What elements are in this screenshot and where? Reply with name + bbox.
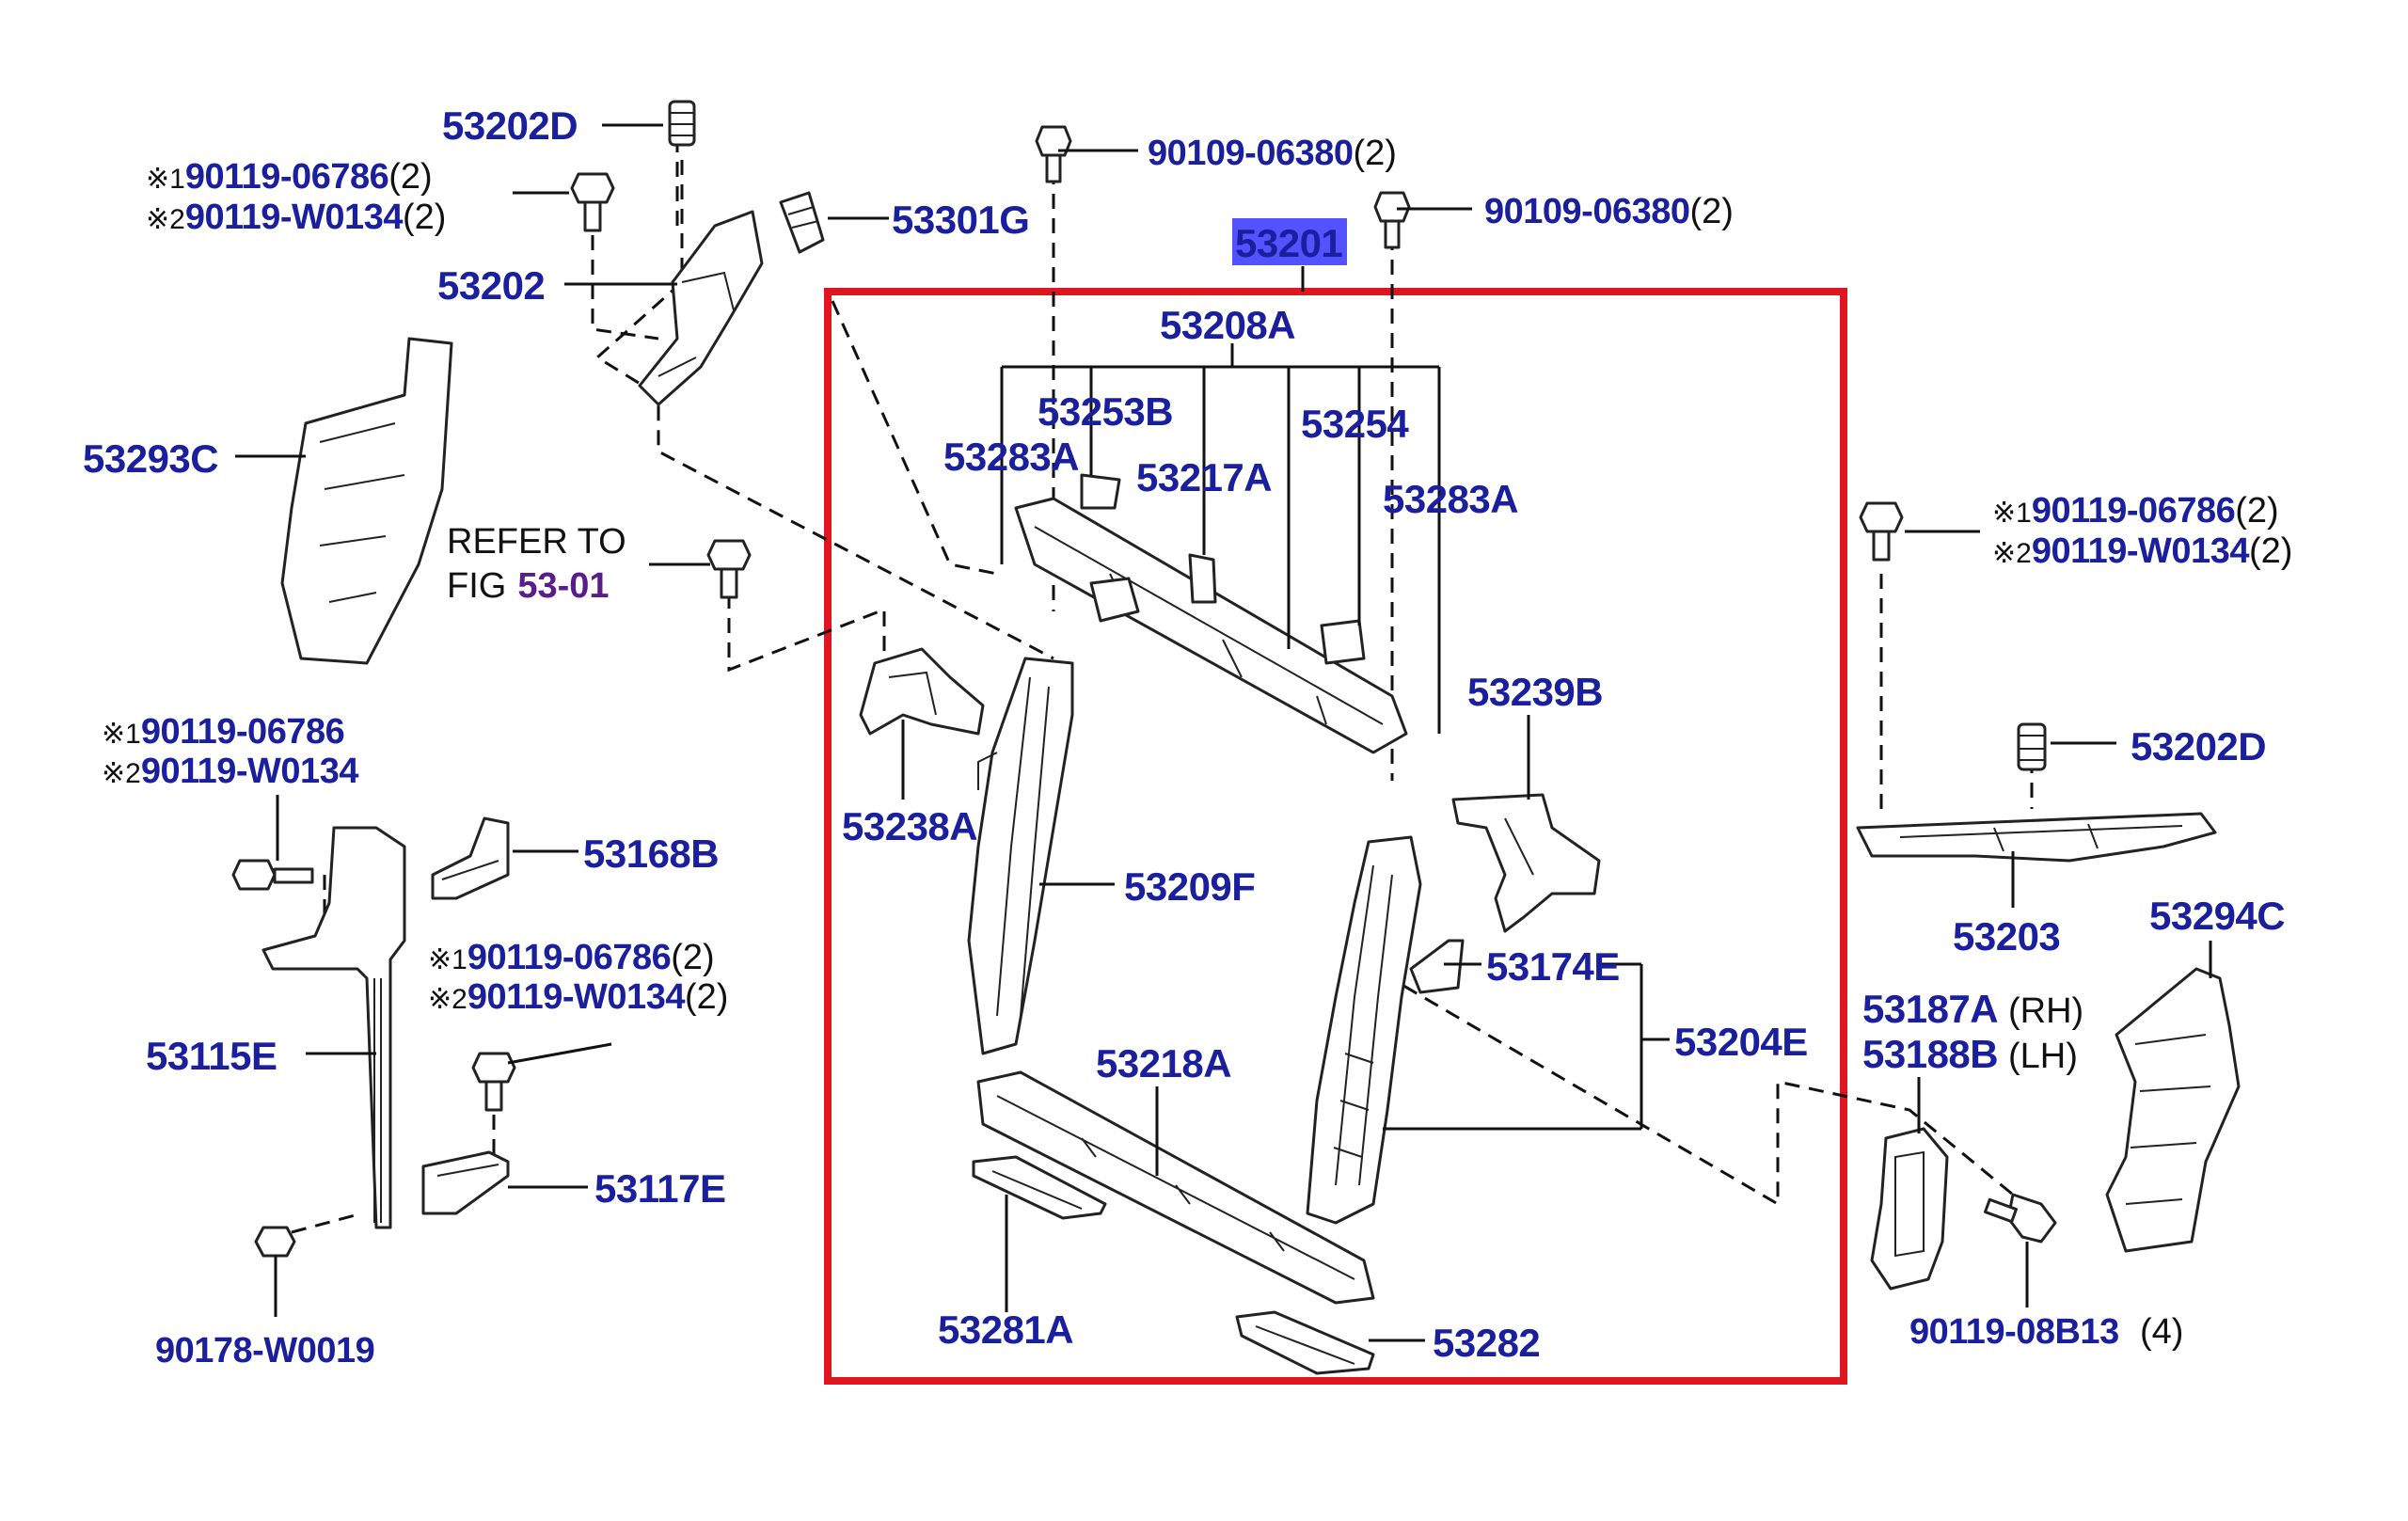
part-53282-plate — [1235, 1310, 1375, 1375]
label-53208A[interactable]: 53208A — [1160, 303, 1296, 347]
label-53217A[interactable]: 53217A — [1136, 455, 1273, 499]
label-53283A-left[interactable]: 53283A — [943, 435, 1080, 479]
label-53174E[interactable]: 53174E — [1486, 944, 1620, 989]
label-tl-1[interactable]: ※190119-06786(2) — [146, 157, 433, 197]
part-53239B-bracket — [1451, 793, 1601, 933]
label-90178-W0019[interactable]: 90178-W0019 — [155, 1331, 375, 1370]
part-53187A-53188B-bracket — [1870, 1127, 1949, 1291]
part-53202D-top-cushion — [668, 100, 696, 147]
highlight-53201 — [1232, 218, 1347, 265]
bolt-labels: 90109-06380(2) 90109-06380(2) ※190119-06… — [102, 134, 2292, 1017]
bolt-90109-06380-left — [1035, 125, 1072, 183]
label-53301G[interactable]: 53301G — [892, 198, 1030, 242]
label-53188B[interactable]: 53188B — [1862, 1032, 1999, 1076]
label-53201[interactable]: 53201 — [1235, 221, 1343, 265]
bolt-refer-fig — [706, 539, 752, 599]
leader-lines — [235, 123, 2212, 1342]
label-53281A[interactable]: 53281A — [938, 1307, 1074, 1352]
part-53209F-left-pillar — [967, 657, 1074, 1055]
label-mc-2[interactable]: ※290119-W0134(2) — [428, 977, 728, 1017]
part-53294C-seal — [2105, 967, 2241, 1253]
part-labels: 53202D 53202 53301G 53201 53208A 53253B … — [83, 103, 2286, 1370]
part-53202D-right-cushion — [2017, 722, 2047, 771]
part-53238A-bracket — [859, 647, 985, 736]
label-53294C[interactable]: 53294C — [2149, 894, 2286, 938]
label-rh: (RH) — [2008, 991, 2083, 1031]
label-53293C[interactable]: 53293C — [83, 436, 219, 481]
part-53217A-clip — [1188, 553, 1217, 604]
label-53204E[interactable]: 53204E — [1674, 1020, 1808, 1064]
assembly-53201-box — [824, 288, 1847, 1385]
label-53209F[interactable]: 53209F — [1124, 864, 1256, 909]
label-ml-1[interactable]: ※190119-06786 — [102, 712, 345, 752]
label-90109-06380-a[interactable]: 90109-06380(2) — [1148, 134, 1397, 173]
label-tl-2[interactable]: ※290119-W0134(2) — [146, 198, 446, 237]
part-53202-bracket — [638, 210, 764, 406]
nut-90178-W0019 — [254, 1226, 296, 1258]
label-53117E[interactable]: 53117E — [594, 1166, 726, 1211]
part-53208A-upper-support — [1014, 473, 1408, 754]
bolt-mid-left — [231, 859, 314, 891]
part-53117E-bracket — [421, 1150, 510, 1215]
part-53115E-bracket — [261, 826, 406, 1229]
part-53204E-right-pillar — [1306, 835, 1422, 1225]
label-53254[interactable]: 53254 — [1301, 402, 1410, 446]
part-53293C-seal — [280, 337, 453, 665]
label-90119-08B13-qty: (4) — [2140, 1312, 2183, 1352]
label-tr-1[interactable]: ※190119-06786(2) — [1992, 491, 2279, 531]
label-53253B[interactable]: 53253B — [1038, 389, 1174, 434]
refer-line1: REFER TO — [447, 522, 626, 562]
label-90109-06380-b[interactable]: 90109-06380(2) — [1484, 192, 1734, 231]
part-53281A-plate — [972, 1155, 1107, 1220]
label-53239B[interactable]: 53239B — [1467, 670, 1604, 714]
part-53254-bracket — [1320, 619, 1366, 665]
part-53168B-bracket — [431, 816, 510, 900]
label-90119-08B13[interactable]: 90119-08B13 — [1909, 1312, 2119, 1352]
bolt-mid-center — [471, 1052, 516, 1112]
label-lh: (LH) — [2008, 1037, 2078, 1076]
label-tr-2[interactable]: ※290119-W0134(2) — [1992, 531, 2292, 571]
label-mc-1[interactable]: ※190119-06786(2) — [428, 938, 715, 977]
label-53202[interactable]: 53202 — [437, 263, 546, 308]
part-53203-bracket — [1856, 812, 2217, 863]
label-53282[interactable]: 53282 — [1433, 1321, 1541, 1365]
bolt-top-right — [1859, 501, 1904, 562]
bolt-top-left — [570, 172, 615, 232]
part-53218A-lower-support — [976, 1070, 1375, 1305]
label-53238A[interactable]: 53238A — [842, 804, 978, 848]
label-53203[interactable]: 53203 — [1953, 914, 2061, 959]
label-53202D-right[interactable]: 53202D — [2131, 724, 2267, 768]
label-53218A[interactable]: 53218A — [1096, 1041, 1232, 1085]
label-53283A-right[interactable]: 53283A — [1383, 477, 1519, 521]
label-53187A[interactable]: 53187A — [1862, 987, 1999, 1031]
bolt-90119-08B13 — [1984, 1193, 2057, 1244]
label-53202D-top[interactable]: 53202D — [442, 103, 578, 148]
part-53301G-cushion — [779, 191, 825, 254]
label-53115E[interactable]: 53115E — [146, 1034, 277, 1078]
label-ml-2[interactable]: ※290119-W0134 — [102, 752, 359, 791]
label-53168B[interactable]: 53168B — [583, 832, 720, 876]
bolt-90109-06380-right — [1373, 191, 1411, 249]
part-53174E-bracket — [1409, 939, 1465, 994]
